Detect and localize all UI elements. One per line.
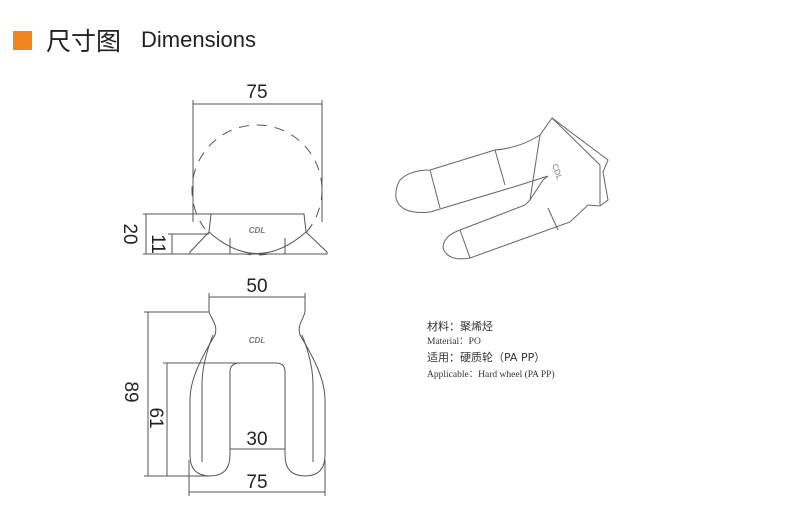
dim-side-height: 20 (119, 223, 140, 244)
material-en: Material：PO (427, 337, 481, 347)
logo-top: CDL (249, 336, 266, 345)
dim-slot-depth: 61 (145, 407, 166, 428)
title-en: Dimensions (141, 27, 256, 52)
dim-length: 89 (120, 381, 141, 402)
holder-outline (189, 311, 326, 477)
isometric-view: CDL (395, 117, 609, 260)
logo: CDL (249, 226, 266, 235)
dim-side-width: 75 (246, 82, 267, 103)
orange-square-icon (13, 30, 32, 50)
wheel-outline-dashed (191, 124, 323, 256)
top-view: 50 CDL 89 61 30 75 (120, 276, 326, 496)
material-zh: 材料：聚烯烃 (427, 320, 493, 333)
section-header: 尺寸图 Dimensions (13, 22, 256, 58)
side-view: 75 CDL 20 11 (119, 82, 328, 256)
dim-slot-width: 30 (246, 429, 267, 450)
dim-neck-width: 50 (246, 276, 267, 297)
applicable-en: Applicable：Hard wheel (PA PP) (427, 370, 555, 380)
applicable-zh: 适用：硬质轮（PA PP） (427, 351, 546, 364)
dim-side-base: 11 (147, 234, 168, 254)
dim-width: 75 (246, 472, 267, 493)
title-zh: 尺寸图 (46, 27, 122, 56)
